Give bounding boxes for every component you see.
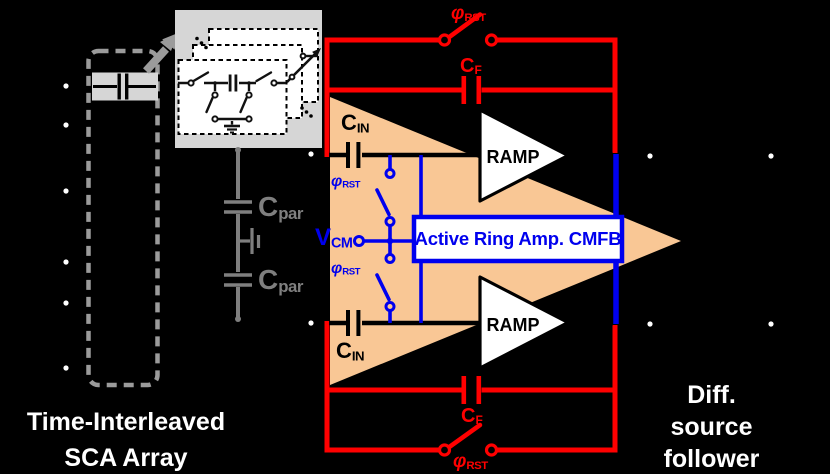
cmfb-box	[411, 214, 625, 264]
source-follower-caption-line1: Diff.	[687, 381, 736, 409]
cin-label-top: CIN	[341, 110, 370, 136]
ramp-label-bottom: RAMP	[486, 314, 540, 335]
junction-dot	[386, 237, 394, 245]
vcm-source-icon	[240, 228, 261, 254]
reset-switch-bottom	[437, 422, 499, 457]
sca-array-caption: Time-Interleaved SCA Array	[2, 404, 250, 474]
vcm-label: VCM	[315, 224, 353, 252]
cin-plate	[346, 310, 350, 336]
cpar-capacitor-top	[224, 200, 252, 214]
input-wires	[329, 142, 613, 336]
sca-array-box	[86, 48, 160, 388]
source-follower-caption-line2: source	[670, 413, 753, 441]
reset-switch-top	[437, 12, 499, 47]
cmfb-box-label: Active Ring Amp. CMFB	[414, 228, 622, 249]
sca-array-caption-line1: Time-Interleaved	[26, 408, 226, 436]
cin-plate	[346, 142, 350, 168]
vcm-reset-switch-bottom	[375, 253, 396, 312]
cpar-label-bottom: Cpar	[258, 264, 303, 297]
zoom-arrow-icon	[143, 33, 178, 74]
source-follower-caption: Diff. source follower	[628, 379, 795, 474]
cin-plate	[356, 142, 361, 168]
cpar-capacitor-bottom	[224, 273, 252, 287]
page-ellipsis-dots	[195, 36, 313, 118]
cin-label-bottom: CIN	[336, 338, 365, 364]
phi-rst-label-cmfb-top: φRST	[331, 173, 360, 191]
cf-label-top: CF	[460, 55, 482, 78]
phi-rst-label-bottom: φRST	[453, 451, 488, 473]
sca-array-caption-line2: SCA Array	[64, 444, 188, 472]
phi-rst-label-cmfb-bottom: φRST	[331, 260, 360, 278]
ground-icon	[224, 124, 240, 134]
feedback-network-top	[324, 12, 618, 157]
phi-rst-label-top: φRST	[451, 3, 486, 25]
cf-plate	[461, 376, 467, 404]
cf-plate	[476, 376, 482, 404]
cap-plate	[117, 73, 121, 100]
cap-plate	[125, 73, 129, 100]
array-ellipsis-dots	[63, 83, 774, 371]
ramp-amplifiers	[478, 108, 570, 370]
feedback-network-bottom	[324, 321, 618, 457]
sca-cell-circuit	[178, 48, 321, 134]
vcm-terminal	[353, 235, 365, 247]
sca-cell-inset	[175, 10, 322, 148]
vcm-reset-switch-top	[375, 168, 396, 227]
ramp-amp-top	[478, 108, 570, 203]
cpar-label-top: Cpar	[258, 191, 303, 224]
cin-plate	[356, 310, 361, 336]
cf-label-bottom: CF	[461, 405, 483, 428]
cf-plate	[476, 76, 482, 104]
cf-plate	[461, 76, 467, 104]
source-follower-caption-line3: follower	[663, 445, 760, 473]
parasitic-branch	[224, 147, 261, 322]
ramp-amp-bottom	[478, 275, 570, 370]
ramp-label-top: RAMP	[486, 147, 540, 167]
